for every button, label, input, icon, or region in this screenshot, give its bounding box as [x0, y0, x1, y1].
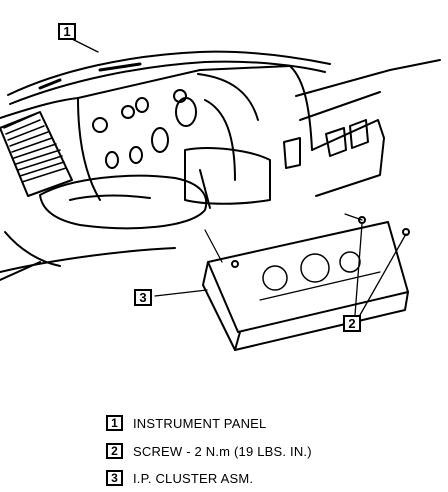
- callout-2: 2: [343, 315, 361, 332]
- cluster-assembly-outline: [202, 213, 410, 351]
- legend-row-2: 2 SCREW - 2 N.m (19 LBS. IN.): [106, 443, 312, 459]
- leader-lines: [69, 37, 407, 316]
- instrument-panel-outline: [0, 50, 441, 281]
- legend-text: INSTRUMENT PANEL: [133, 415, 267, 431]
- legend-row-1: 1 INSTRUMENT PANEL: [106, 415, 266, 431]
- legend-number: 3: [106, 470, 123, 486]
- legend-number: 1: [106, 415, 123, 431]
- legend-text: SCREW - 2 N.m (19 LBS. IN.): [133, 443, 312, 459]
- legend-text: I.P. CLUSTER ASM.: [133, 470, 254, 486]
- legend-number: 2: [106, 443, 123, 459]
- callout-3: 3: [134, 289, 152, 306]
- callout-1: 1: [58, 23, 76, 40]
- legend-row-3: 3 I.P. CLUSTER ASM.: [106, 470, 253, 486]
